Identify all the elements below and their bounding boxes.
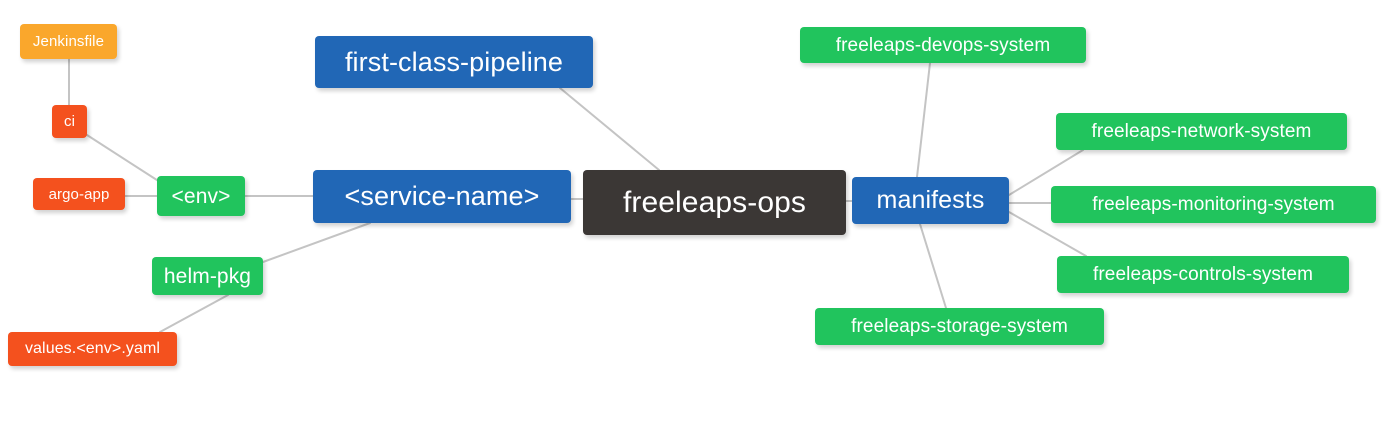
node-label-freeleaps-controls-system: freeleaps-controls-system (1092, 264, 1314, 285)
edge-helm-pkg-to-service-name (262, 222, 371, 263)
node-freeleaps-controls-system[interactable]: freeleaps-controls-system (1057, 256, 1349, 293)
node-first-class-pipeline[interactable]: first-class-pipeline (315, 36, 593, 88)
node-ci[interactable]: ci (52, 105, 87, 138)
node-freeleaps-storage-system[interactable]: freeleaps-storage-system (815, 308, 1104, 345)
node-argo-app[interactable]: argo-app (33, 178, 125, 210)
node-label-freeleaps-storage-system: freeleaps-storage-system (851, 316, 1068, 337)
node-label-argo-app: argo-app (48, 185, 110, 203)
node-label-env: <env> (171, 184, 231, 208)
edge-values-env-yaml-to-helm-pkg (159, 294, 229, 333)
node-service-name[interactable]: <service-name> (313, 170, 571, 223)
node-label-values-env-yaml: values.<env>.yaml (24, 340, 161, 357)
node-label-freeleaps-monitoring-system: freeleaps-monitoring-system (1092, 194, 1335, 215)
node-manifests[interactable]: manifests (852, 177, 1009, 224)
node-helm-pkg[interactable]: helm-pkg (152, 257, 263, 295)
node-freeleaps-monitoring-system[interactable]: freeleaps-monitoring-system (1051, 186, 1376, 223)
node-label-first-class-pipeline: first-class-pipeline (344, 46, 564, 77)
edge-first-class-pipeline-to-freeleaps-ops (559, 87, 660, 171)
node-jenkinsfile[interactable]: Jenkinsfile (20, 24, 117, 59)
node-label-helm-pkg: helm-pkg (163, 264, 252, 288)
node-freeleaps-network-system[interactable]: freeleaps-network-system (1056, 113, 1347, 150)
node-label-jenkinsfile: Jenkinsfile (32, 33, 105, 50)
node-env[interactable]: <env> (157, 176, 245, 216)
edge-freeleaps-devops-system-to-manifests (916, 62, 931, 178)
node-freeleaps-devops-system[interactable]: freeleaps-devops-system (800, 27, 1086, 63)
node-label-manifests: manifests (876, 186, 985, 214)
node-label-ci: ci (63, 113, 76, 130)
node-label-service-name: <service-name> (344, 181, 540, 211)
node-freeleaps-ops[interactable]: freeleaps-ops (583, 170, 846, 235)
edge-ci-to-env (86, 134, 161, 183)
node-label-freeleaps-devops-system: freeleaps-devops-system (835, 34, 1051, 56)
node-values-env-yaml[interactable]: values.<env>.yaml (8, 332, 177, 366)
edge-freeleaps-storage-system-to-manifests (919, 223, 947, 309)
node-label-freeleaps-network-system: freeleaps-network-system (1091, 121, 1312, 142)
node-label-freeleaps-ops: freeleaps-ops (622, 185, 807, 219)
